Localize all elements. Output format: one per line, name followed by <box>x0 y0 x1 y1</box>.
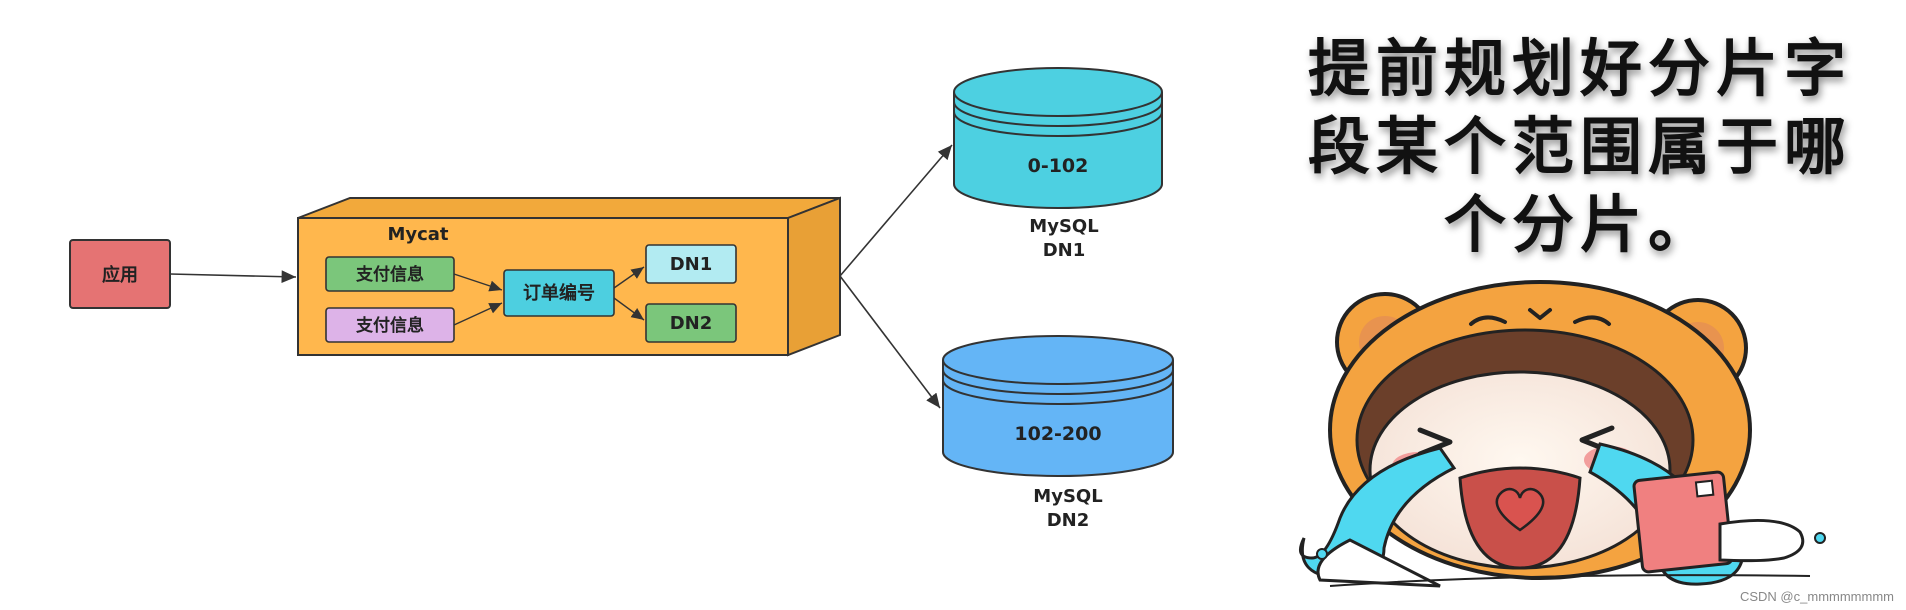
caption-text: 提前规划好分片字 段某个范围属于哪 个分片。 <box>1300 30 1860 264</box>
mycat-top-face <box>297 197 841 219</box>
dn2-box-label: DN2 <box>670 313 713 334</box>
heart-icon <box>1495 487 1545 532</box>
order-id-node: 订单编号 <box>503 269 615 317</box>
db1-type: MySQL <box>1029 216 1098 237</box>
order-id-label: 订单编号 <box>523 282 595 304</box>
arrow-field-two-to-order <box>453 302 503 326</box>
caption-line-3: 个分片。 <box>1443 188 1716 261</box>
arrow-app-to-mycat <box>169 270 297 284</box>
pink-phone <box>1632 470 1734 574</box>
field-box-one: 支付信息 <box>325 256 455 292</box>
arrow-field-one-to-order <box>453 273 503 292</box>
database-dn2: 102-200 MySQL DN2 <box>942 335 1174 531</box>
dn1-box: DN1 <box>645 244 737 284</box>
field-box-two: 支付信息 <box>325 307 455 343</box>
dn1-box-label: DN1 <box>670 254 713 275</box>
app-node: 应用 <box>69 239 171 309</box>
caption-line-2: 段某个范围属于哪 <box>1307 110 1852 183</box>
arrow-mycat-to-db1 <box>839 144 953 277</box>
db1-node: DN1 <box>1043 240 1086 261</box>
arrow-mycat-to-db2 <box>839 275 941 409</box>
db2-type: MySQL <box>1033 486 1102 507</box>
field-one-label: 支付信息 <box>356 264 424 285</box>
mycat-side-face <box>787 196 841 357</box>
db2-range: 102-200 <box>1014 423 1101 445</box>
field-two-label: 支付信息 <box>356 315 424 336</box>
database-dn1: 0-102 MySQL DN1 <box>953 67 1163 261</box>
mycat-label: Mycat <box>387 224 448 245</box>
watermark: CSDN @c_mmmmmmmm <box>1739 589 1894 604</box>
caption-line-1: 提前规划好分片字 <box>1307 32 1852 105</box>
arrow-order-to-dn1 <box>613 266 645 289</box>
db2-node: DN2 <box>1047 510 1090 531</box>
app-label: 应用 <box>102 264 138 286</box>
arrow-order-to-dn2 <box>613 297 645 321</box>
dn2-box: DN2 <box>645 303 737 343</box>
crying-girl-illustration <box>1298 280 1826 588</box>
db1-range: 0-102 <box>1028 155 1089 177</box>
